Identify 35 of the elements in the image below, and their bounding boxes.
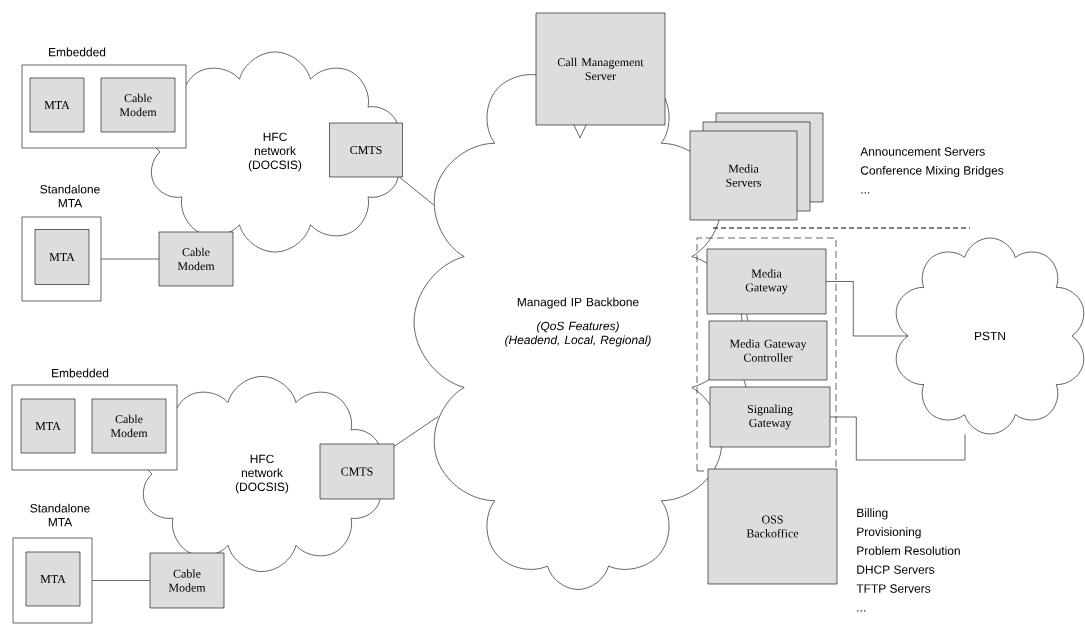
node-label: TFTP Servers	[856, 584, 931, 593]
node-label: Embedded	[49, 47, 106, 57]
connector-line	[743, 380, 747, 387]
node-label: Standalone MTA	[40, 184, 100, 208]
item-list: Billing Provisioning Problem Resolution DHCP Servers TFTP Servers ...	[856, 508, 960, 612]
node-label: Billing	[857, 508, 888, 520]
component-box: Media Gateway	[706, 248, 827, 315]
component-box: MTA	[34, 229, 90, 285]
component-box: Call Management Server	[535, 12, 666, 139]
component-box: Cable Modem	[100, 77, 176, 133]
connector-line	[101, 258, 159, 260]
component-box: MTA	[25, 551, 81, 607]
connector-line	[746, 314, 749, 321]
node-label: Standalone MTA	[30, 503, 90, 527]
component-box: OSS Backoffice	[707, 468, 838, 585]
component-box: CMTS	[319, 443, 395, 500]
connector-line	[830, 416, 966, 461]
component-box: Media Gateway Controller	[708, 320, 828, 381]
component-box: Cable Modem	[149, 552, 225, 609]
connector-line	[399, 177, 434, 206]
component-box: MTA	[20, 398, 76, 454]
network-cloud: PSTN	[895, 237, 1085, 435]
node-label: Provisioning	[857, 527, 921, 539]
node-label: ...	[857, 610, 866, 612]
item-list: Announcement Servers Conference Mixing Bridges ...	[860, 147, 1004, 194]
component-box: Cable Modem	[91, 398, 167, 454]
node-label: Problem Resolution	[857, 546, 960, 555]
component-box: Cable Modem	[158, 231, 234, 287]
node-label: DHCP Servers	[857, 565, 935, 574]
connector-line	[92, 580, 150, 581]
server-stack: Media Servers	[689, 112, 824, 221]
component-box: Signaling Gateway	[709, 386, 831, 448]
node-label: Embedded	[52, 368, 109, 378]
component-box: MTA	[29, 77, 85, 133]
connector-line	[394, 416, 439, 447]
